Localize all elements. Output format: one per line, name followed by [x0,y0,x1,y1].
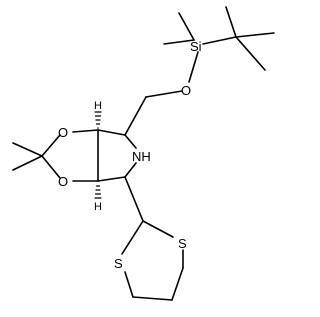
bond-sleft-c [124,271,134,298]
bond-cq-me-right [235,32,275,38]
bond-c6-cdithiane [124,176,144,222]
atom-nh: NH [132,149,151,164]
pyrrolidine-ring [97,129,137,182]
atom-s-left: S [114,256,123,271]
bond-c-c-bottom [132,296,173,301]
stereo-h-bottom [94,185,102,199]
bond-si-cq [202,36,237,45]
bond-cme2-me-top [12,142,43,157]
atom-h-bottom: H [94,201,102,213]
bond-otop-cme2 [41,134,61,157]
bond-c3a-otop [72,129,99,133]
dioxolane-ring [12,129,99,182]
bond-c2-sleft [121,220,144,255]
bond-cq-me-top [225,6,237,38]
atom-s-right: S [178,236,187,251]
bond-o-ch2 [145,90,183,98]
tbs-group [163,6,275,83]
bond-si-me-left [163,39,195,45]
atom-h-top: H [94,100,102,112]
bond-cme2-obot [41,155,61,179]
bond-cq-me-bottom [235,36,266,71]
dithiane-ring [121,220,184,301]
bond-c4-c3a [97,129,126,136]
molecule-structure: Si O O O NH H H S S [12,6,275,301]
bond-si-me-top [178,12,195,41]
bond-n-c4 [124,134,137,149]
bond-c6-n [124,162,137,178]
bond-ch2-c4 [124,96,147,136]
bond-c2-sright [142,220,174,238]
atom-o-silyl: O [181,83,191,98]
ch2o-linker [124,90,183,136]
atom-si: Si [190,39,202,54]
structure-canvas: Si O O O NH H H S S [12,6,275,301]
stereo-h-top [94,111,102,129]
bond-c6a-c6 [97,176,126,182]
bond-c-c-right [171,267,184,301]
bond-si-o [188,51,199,83]
atom-o-dioxolane-bottom: O [58,174,68,189]
atom-o-dioxolane-top: O [58,125,68,140]
bond-cme2-me-bottom [12,155,43,171]
